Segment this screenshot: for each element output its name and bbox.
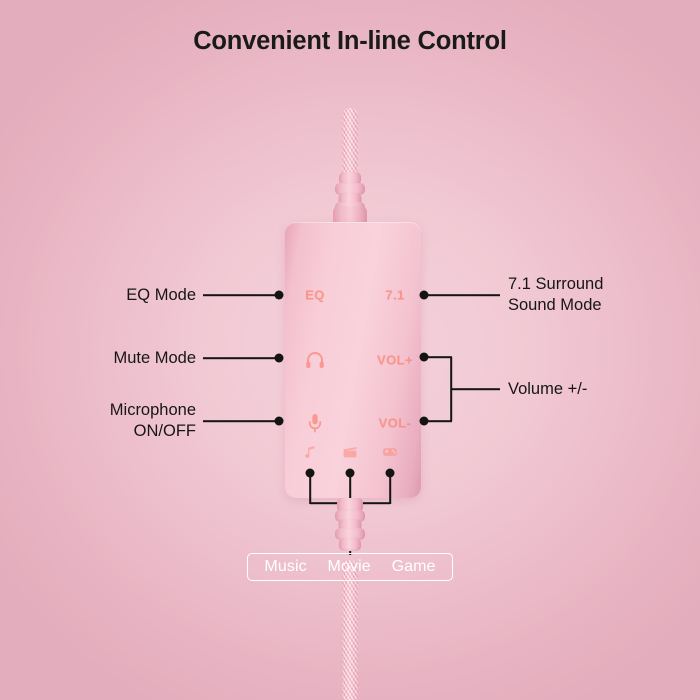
- leader-dot-microphone: [274, 416, 284, 426]
- callout-volume-line-1: Volume +/-: [508, 380, 588, 398]
- leader-dot-eq-mode: [274, 290, 284, 300]
- strain-relief-boot-bottom: [335, 498, 365, 551]
- bracket-stub-volume-up: [428, 356, 452, 358]
- leader-line-volume: [451, 388, 500, 390]
- leader-line-eq-mode: [203, 294, 275, 296]
- leader-line-surround: [428, 294, 500, 296]
- callout-surround: 7.1 Surround Sound Mode: [508, 274, 603, 316]
- callout-microphone: Microphone ON/OFF: [110, 400, 196, 442]
- leader-dot-surround: [419, 290, 429, 300]
- leader-line-mute-mode: [203, 357, 275, 359]
- callout-mute-mode-line-1: Mute Mode: [113, 349, 196, 367]
- cable-lower: [342, 560, 358, 700]
- page-title: Convenient In-line Control: [193, 27, 507, 55]
- headphone-icon[interactable]: [305, 351, 325, 369]
- button-label-71[interactable]: 7.1: [385, 287, 405, 303]
- callout-surround-line-2: Sound Mode: [508, 295, 602, 314]
- callout-volume: Volume +/-: [508, 379, 587, 400]
- legend-item-movie: Movie: [327, 558, 371, 575]
- callout-eq-mode: EQ Mode: [126, 285, 196, 306]
- microphone-icon[interactable]: [308, 413, 322, 433]
- legend-item-game: Game: [391, 558, 436, 575]
- callout-microphone-line-1: Microphone: [109, 401, 196, 419]
- callout-eq-mode-line-1: EQ Mode: [126, 286, 196, 304]
- callout-microphone-line-2: ON/OFF: [133, 421, 196, 440]
- leader-line-microphone: [203, 420, 275, 422]
- game-controller-icon[interactable]: [383, 447, 398, 458]
- music-note-icon[interactable]: [304, 446, 317, 459]
- bracket-stub-volume-down: [428, 420, 452, 422]
- leader-dot-volume-up: [419, 352, 429, 362]
- legend-item-music: Music: [264, 558, 307, 575]
- callout-surround-line-1: 7.1 Surround: [508, 275, 604, 293]
- callout-mute-mode: Mute Mode: [113, 348, 196, 369]
- button-label-vol-up[interactable]: VOL+: [377, 352, 413, 368]
- film-clapper-icon[interactable]: [343, 446, 357, 458]
- leader-dot-mute-mode: [274, 353, 284, 363]
- button-label-vol-down[interactable]: VOL-: [378, 415, 412, 431]
- leader-dot-volume-down: [419, 416, 429, 426]
- leader-line-music: [309, 473, 311, 504]
- button-label-eq[interactable]: EQ: [305, 287, 325, 303]
- leader-line-game: [389, 473, 391, 504]
- mode-legend-box: Music Movie Game: [247, 553, 453, 581]
